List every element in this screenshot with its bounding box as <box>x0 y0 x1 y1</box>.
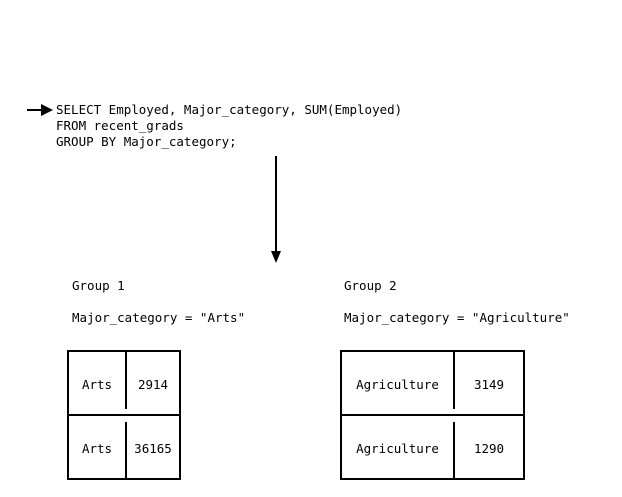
pointer-arrow-icon <box>27 104 53 116</box>
employed-cell: 1290 <box>473 440 505 456</box>
sql-line-from: FROM recent_grads <box>56 118 184 133</box>
category-cell: Arts <box>81 376 113 392</box>
table-row: Arts 36165 <box>69 416 179 480</box>
employed-cell: 2914 <box>137 376 169 392</box>
sql-query: SELECT Employed, Major_category, SUM(Emp… <box>56 102 402 150</box>
employed-cell: 3149 <box>473 376 505 392</box>
column-divider <box>453 352 455 409</box>
category-cell: Agriculture <box>356 440 439 456</box>
table-row: Arts 2914 <box>69 352 179 416</box>
group-2-header: Group 2 Major_category = "Agriculture" <box>344 278 570 326</box>
group-1-title: Group 1 <box>72 278 125 293</box>
sql-line-select: SELECT Employed, Major_category, SUM(Emp… <box>56 102 403 117</box>
group-1-table: Arts 2914 Arts 36165 <box>67 350 181 480</box>
group-1-header: Group 1 Major_category = "Arts" <box>72 278 245 326</box>
column-divider <box>125 352 127 409</box>
row-divider <box>342 414 523 416</box>
group-2-table: Agriculture 3149 Agriculture 1290 <box>340 350 525 480</box>
group-2-title: Group 2 <box>344 278 397 293</box>
category-cell: Agriculture <box>356 376 439 392</box>
group-1-condition: Major_category = "Arts" <box>72 310 246 325</box>
down-arrow-icon <box>271 156 281 263</box>
employed-cell: 36165 <box>134 440 172 456</box>
table-row: Agriculture 3149 <box>342 352 523 416</box>
row-divider <box>69 414 179 416</box>
column-divider <box>453 422 455 478</box>
group-2-condition: Major_category = "Agriculture" <box>344 310 570 325</box>
sql-line-group-by: GROUP BY Major_category; <box>56 134 237 149</box>
table-row: Agriculture 1290 <box>342 416 523 480</box>
column-divider <box>125 422 127 478</box>
category-cell: Arts <box>81 440 113 456</box>
